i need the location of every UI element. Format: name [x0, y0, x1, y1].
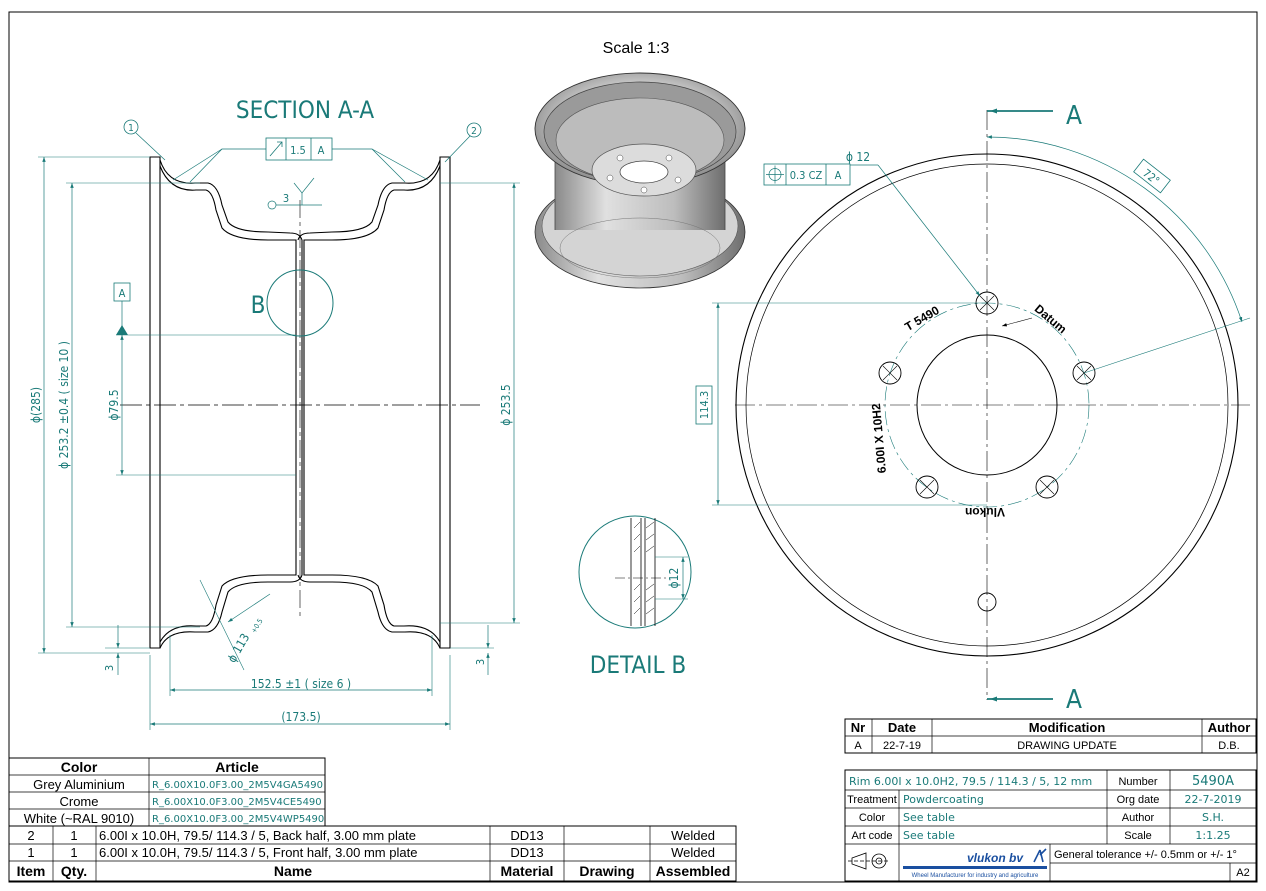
bom-row-1-item: 2 — [27, 828, 34, 843]
bom-header-item: Item — [17, 863, 46, 879]
number-value: 5490A — [1192, 774, 1234, 789]
marking-stamp: T 5490 — [902, 303, 942, 334]
scale-label-tb: Scale — [1124, 830, 1152, 842]
bom-row-1-qty: 1 — [70, 828, 77, 843]
dim-width-1525: 152.5 ±1 ( size 6 ) — [251, 677, 351, 691]
dim-hole-dia: ϕ 12 — [846, 150, 870, 164]
color-row-2-article: R_6.00X10.0F3.00_2M5V4CE5490 — [152, 797, 322, 808]
art-code-value: See table — [903, 829, 955, 842]
org-date-label: Org date — [1117, 794, 1160, 806]
marking-size: 6.00I X 10H2 — [869, 403, 889, 474]
dim-thickness-right: 3 — [474, 659, 487, 665]
dim-dia-2535: ϕ 253.5 — [499, 384, 513, 425]
color-value: See table — [903, 811, 955, 824]
detail-b-marker: B — [251, 291, 266, 319]
position-tolerance-datum: A — [835, 169, 842, 182]
rev-nr: A — [854, 740, 862, 752]
bom-header-assembled: Assembled — [656, 863, 731, 879]
section-marker-bottom: A — [1066, 685, 1082, 715]
bom-table: 2 1 6.00I x 10.0H, 79.5/ 114.3 / 5, Back… — [8, 825, 737, 882]
number-label: Number — [1118, 776, 1157, 788]
dim-thickness-left: 3 — [103, 665, 116, 671]
sheet-border — [8, 11, 1258, 883]
company-tagline: Wheel Manufacturer for industry and agri… — [912, 873, 1039, 879]
rev-header-modification: Modification — [1029, 720, 1106, 735]
bom-row-1-name: 6.00I x 10.0H, 79.5/ 114.3 / 5, Back hal… — [99, 828, 416, 843]
dim-dia-113: ϕ 113 — [225, 631, 253, 665]
position-tolerance-value: 0.3 CZ — [790, 169, 823, 182]
bom-row-1-assembled: Welded — [671, 828, 715, 843]
bom-row-2-item: 1 — [27, 845, 34, 860]
projection-symbol-icon — [848, 852, 890, 870]
marking-brand: Vlukon — [965, 505, 1005, 519]
bom-row-2-qty: 1 — [70, 845, 77, 860]
bom-header-drawing: Drawing — [579, 863, 634, 879]
title-block: Rim 6.00I x 10.0H2, 79.5 / 114.3 / 5, 12… — [844, 769, 1257, 882]
color-table: Color Article Grey Aluminium R_6.00X10.0… — [8, 757, 326, 827]
company-logo-icon — [1033, 848, 1047, 863]
section-view: SECTION A-A B 1 2 1.5 A — [29, 96, 520, 730]
author-label: Author — [1122, 812, 1155, 824]
color-row-1-article: R_6.00X10.0F3.00_2M5V4GA5490 — [152, 780, 323, 791]
sheet-size: A2 — [1236, 867, 1249, 879]
section-title: SECTION A-A — [236, 96, 374, 124]
general-tolerance: General tolerance +/- 0.5mm or +/- 1° — [1054, 849, 1237, 861]
dim-dia-2532: ϕ 253.2 ±0.4 ( size 10 ) — [57, 341, 71, 469]
weld-size: 3 — [283, 192, 289, 205]
bom-header-material: Material — [501, 863, 554, 879]
detail-title: DETAIL B — [590, 651, 686, 679]
dim-dia-795: ϕ79.5 — [107, 389, 121, 420]
scale-value: 1:1.25 — [1195, 829, 1230, 842]
marking-datum: Datum — [1032, 302, 1070, 337]
rev-header-author: Author — [1208, 720, 1251, 735]
bom-header-qty: Qty. — [61, 863, 87, 879]
balloon-1: 1 — [128, 123, 134, 134]
balloon-2: 2 — [471, 126, 477, 137]
title-description: Rim 6.00I x 10.0H2, 79.5 / 114.3 / 5, 12… — [849, 775, 1092, 788]
section-marker-top: A — [1066, 101, 1082, 131]
treatment-label: Treatment — [847, 794, 897, 806]
datum-a-label: A — [119, 287, 126, 300]
color-row-3-article: R_6.00X10.0F3.00_2M5V4WP5490 — [152, 814, 324, 825]
rev-modification: DRAWING UPDATE — [1017, 740, 1117, 752]
color-table-header-color: Color — [61, 759, 98, 775]
iso-view: Scale 1:3 — [534, 40, 746, 289]
bom-row-1-material: DD13 — [510, 828, 543, 843]
profile-tolerance-datum: A — [318, 144, 325, 157]
rev-date: 22-7-19 — [883, 740, 921, 752]
revision-table: Nr Date Modification Author A 22-7-19 DR… — [844, 718, 1257, 754]
org-date-value: 22-7-2019 — [1185, 793, 1242, 806]
color-label: Color — [859, 812, 886, 824]
dim-width-1735: (173.5) — [281, 710, 320, 724]
author-value: S.H. — [1202, 811, 1224, 824]
color-row-3-color: White (~RAL 9010) — [24, 811, 134, 826]
dim-dia-113-tol: +0.5 — [250, 617, 265, 634]
bom-row-2-material: DD13 — [510, 845, 543, 860]
scale-label: Scale 1:3 — [603, 40, 670, 57]
dim-detail-hole: ϕ12 — [667, 568, 681, 589]
color-row-2-color: Crome — [59, 794, 98, 809]
treatment-value: Powdercoating — [903, 793, 984, 806]
color-table-header-article: Article — [215, 759, 259, 775]
bom-row-2-name: 6.00I x 10.0H, 79.5/ 114.3 / 5, Front ha… — [99, 845, 417, 860]
dim-pcd: 114.3 — [698, 391, 711, 419]
color-row-1-color: Grey Aluminium — [33, 777, 125, 792]
rev-header-date: Date — [888, 720, 916, 735]
detail-b-view: ϕ12 DETAIL B — [578, 515, 692, 679]
rev-author: D.B. — [1218, 740, 1239, 752]
company-name: vlukon bv — [967, 851, 1024, 865]
dim-dia-285: ϕ(285) — [29, 387, 43, 423]
rev-header-nr: Nr — [851, 720, 865, 735]
art-code-label: Art code — [852, 830, 893, 842]
bom-header-name: Name — [274, 863, 312, 879]
profile-tolerance-value: 1.5 — [290, 144, 306, 157]
bom-row-2-assembled: Welded — [671, 845, 715, 860]
front-view: A A 0.3 CZ A ϕ 12 72° 114.3 T 5490 Datum… — [695, 101, 1251, 715]
